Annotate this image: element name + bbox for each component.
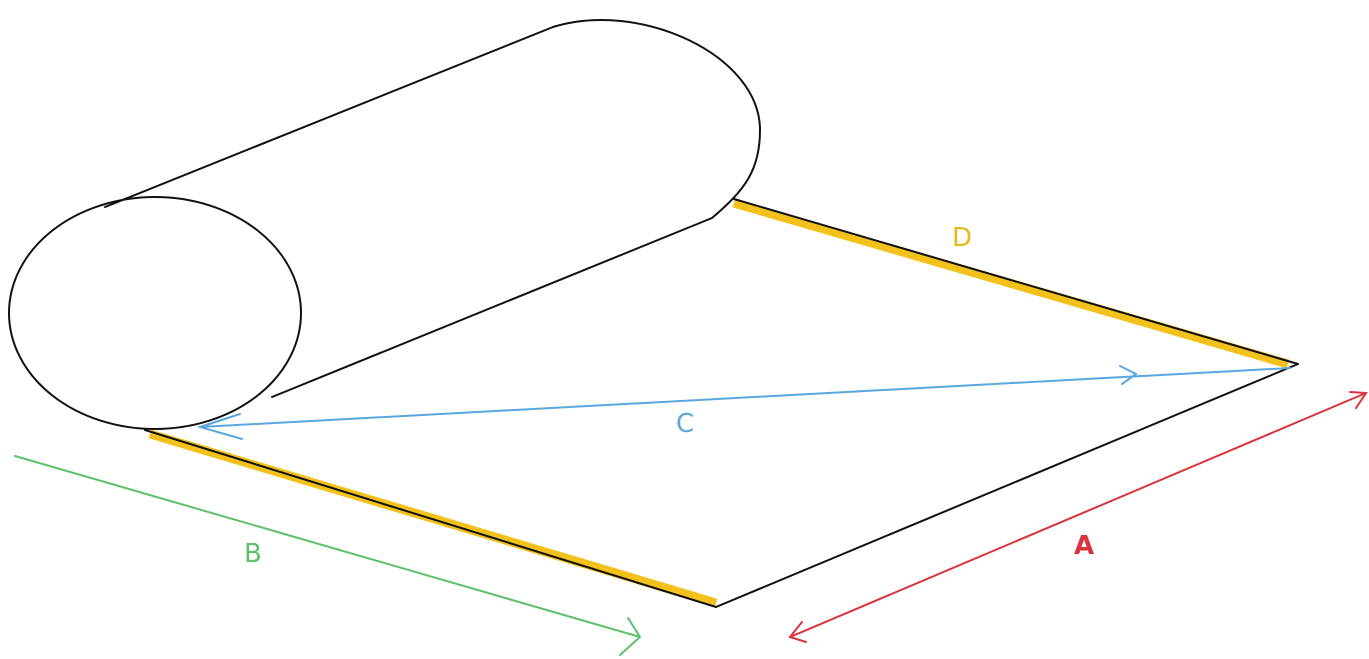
roll-bottom-edge [271, 217, 713, 398]
arrow-c-head-mid [1119, 365, 1138, 385]
roll-near-cap [8, 196, 302, 430]
sheet-right-edge [715, 363, 1299, 608]
sheet-top-edge [733, 198, 1299, 365]
arrow-c [196, 365, 1291, 440]
label-a: A [1074, 531, 1094, 561]
label-c: C [676, 409, 694, 439]
arrow-a-head-top [1349, 391, 1368, 409]
roll-top-edge [104, 26, 554, 208]
arrow-b-head [619, 617, 642, 656]
arrow-a-head-bottom [788, 621, 807, 643]
sheet-bottom-edge [144, 429, 717, 608]
label-b: B [244, 539, 262, 569]
arrow-b [14, 455, 642, 656]
roll-cylinder [8, 19, 761, 430]
flat-sheet [144, 198, 1299, 608]
arrow-a [788, 391, 1368, 643]
roll-far-cap-arc [552, 19, 761, 219]
tape-strip-top [732, 198, 1290, 369]
arrow-c-head-left [196, 413, 243, 440]
label-d: D [952, 223, 972, 253]
